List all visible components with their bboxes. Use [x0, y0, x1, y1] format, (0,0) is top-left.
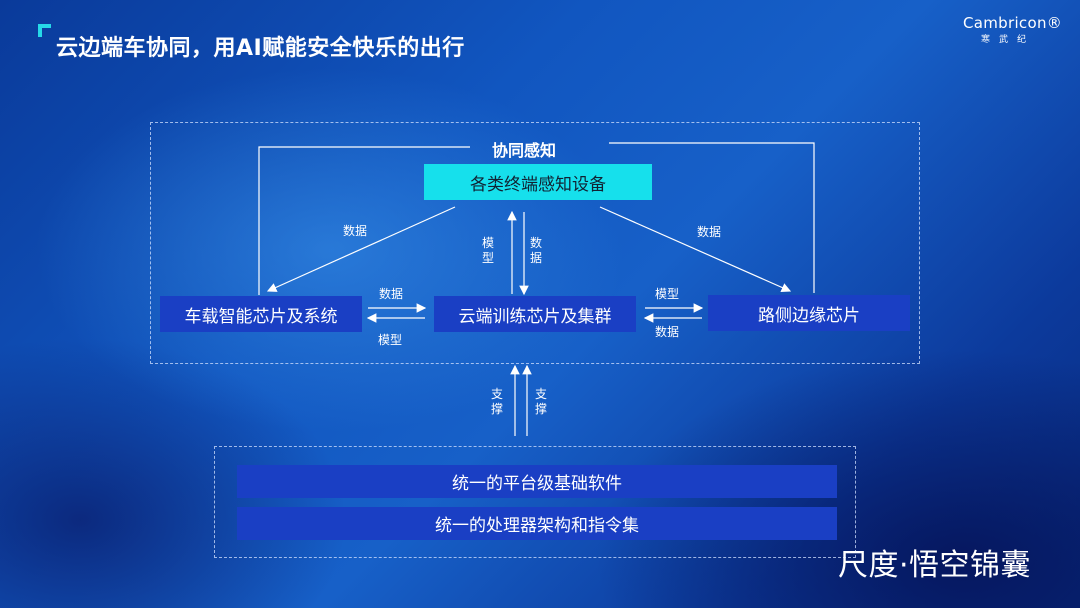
edge-label-terminal-to-vehicle: 数据 — [343, 224, 368, 238]
watermark-brand: 尺度·悟空锦囊 — [838, 548, 1032, 583]
collaborative-perception-title: 协同感知 — [492, 141, 557, 160]
roadside-feedback-line — [609, 142, 815, 293]
title-corner-accent-icon — [38, 24, 51, 37]
edge-label-cloud-to-vehicle: 模型 — [378, 333, 403, 347]
edge-label-roadside-to-cloud: 数据 — [655, 325, 680, 339]
vehicle-chip-node: 车载智能芯片及系统 — [160, 296, 362, 332]
vehicle-feedback-line — [258, 146, 470, 295]
edge-label-vehicle-to-cloud: 数据 — [379, 287, 404, 301]
edge-label-cloud-to-roadside: 模型 — [655, 287, 680, 301]
cloud-training-node: 云端训练芯片及集群 — [434, 296, 636, 332]
roadside-edge-node: 路侧边缘芯片 — [708, 295, 910, 331]
terminal-to-vehicle-arrow — [266, 206, 456, 292]
edge-label-terminal-to-roadside: 数据 — [697, 225, 722, 239]
support-label-right: 支撑 — [534, 387, 547, 416]
support-label-left: 支撑 — [490, 387, 503, 416]
logo-wordmark: Cambricon® — [963, 14, 1063, 32]
terminal-devices-node: 各类终端感知设备 — [424, 164, 652, 200]
logo-chinese-name: 寒武纪 — [980, 35, 1035, 45]
page-title: 云边端车协同，用AI赋能安全快乐的出行 — [56, 36, 465, 61]
terminal-to-roadside-arrow — [599, 206, 792, 292]
cambricon-logo: Cambricon® 寒武纪 — [963, 14, 1063, 45]
processor-architecture-layer: 统一的处理器架构和指令集 — [237, 507, 837, 540]
edge-label-terminal-to-cloud: 数据 — [529, 236, 542, 265]
edge-label-cloud-to-terminal: 模型 — [481, 236, 494, 265]
platform-software-layer: 统一的平台级基础软件 — [237, 465, 837, 498]
foundation-frame — [214, 446, 856, 558]
collaboration-frame — [150, 122, 920, 364]
